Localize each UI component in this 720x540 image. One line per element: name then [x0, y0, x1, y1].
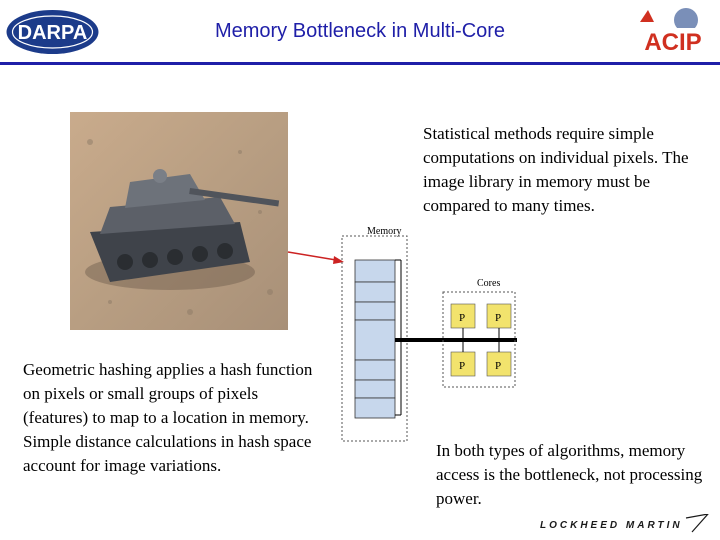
cores-label: Cores	[477, 278, 500, 289]
processor-label: P	[459, 312, 465, 324]
photo-to-memory-arrow	[287, 251, 344, 264]
slide-title: Memory Bottleneck in Multi-Core	[214, 20, 506, 42]
processor: P	[450, 303, 476, 329]
geometric-hashing-text: Geometric hashing applies a hash functio…	[23, 360, 313, 475]
processor: P	[450, 351, 476, 377]
processor: P	[486, 303, 512, 329]
memory-banks	[354, 259, 396, 419]
title-divider	[0, 62, 720, 65]
lockheed-martin-logo: LOCKHEED MARTIN	[540, 514, 709, 533]
bottleneck-conclusion-text: In both types of algorithms, memory acce…	[436, 441, 703, 508]
darpa-logo-text: DARPA	[18, 22, 88, 44]
lockheed-martin-logo-text: LOCKHEED MARTIN	[540, 520, 683, 531]
memory-box	[341, 235, 408, 442]
processor: P	[486, 351, 512, 377]
cores-box	[442, 291, 516, 388]
acip-logo: ACIP	[634, 8, 712, 56]
processor-label: P	[495, 312, 501, 324]
statistical-methods-text: Statistical methods require simple compu…	[423, 124, 689, 215]
memory-label: Memory	[367, 226, 401, 237]
processor-label: P	[459, 360, 465, 372]
processor-label: P	[495, 360, 501, 372]
darpa-logo: DARPA	[6, 10, 99, 54]
tank-photo	[70, 112, 288, 330]
acip-logo-text: ACIP	[644, 29, 701, 56]
memory-cores-diagram: Memory Cores P P P P	[341, 226, 517, 442]
